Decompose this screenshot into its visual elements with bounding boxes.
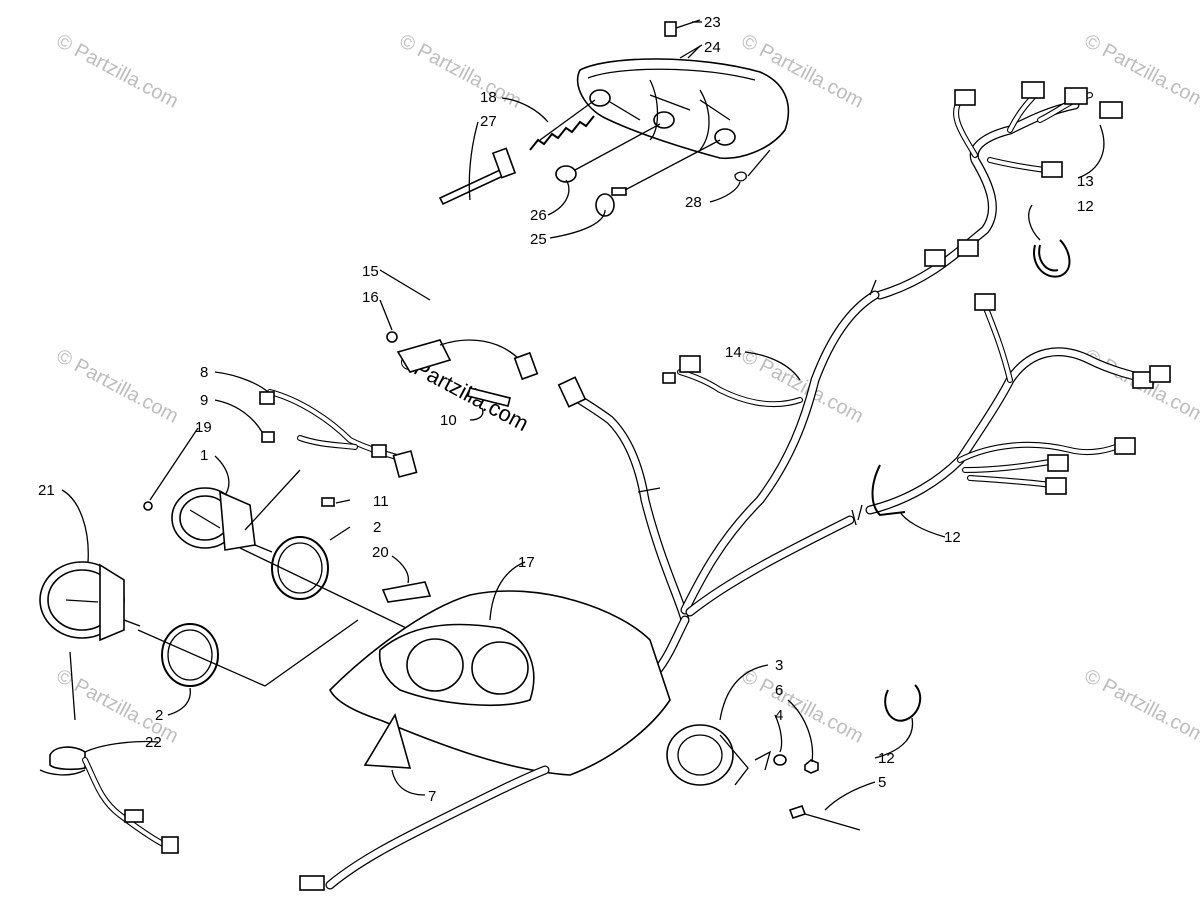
gauge-small: [143, 389, 418, 553]
callout-12-upper: 12: [1077, 198, 1094, 215]
callout-23: 23: [704, 14, 721, 31]
mount-bracket: [386, 331, 539, 407]
spring: [529, 115, 595, 151]
callout-15: 15: [362, 263, 379, 280]
callout-20: 20: [372, 544, 389, 561]
callout-2-lower: 2: [155, 707, 163, 724]
callout-12-lower: 12: [878, 750, 895, 767]
callout-2-upper: 2: [373, 519, 381, 536]
headlight-assembly: [438, 19, 790, 217]
callout-7: 7: [428, 788, 436, 805]
callout-16: 16: [362, 289, 379, 306]
callout-27: 27: [480, 113, 497, 130]
callout-3: 3: [775, 657, 783, 674]
watermark-text: © Partzilla.com: [53, 30, 182, 113]
lower-right-harness: [857, 293, 1171, 521]
lower-left-harness: [39, 651, 550, 891]
callout-14: 14: [725, 344, 742, 361]
callout-13: 13: [1077, 173, 1094, 190]
callout-22: 22: [145, 734, 162, 751]
gauge-right: [666, 684, 922, 831]
callout-labels: 23 24 18 27 26 25 28 13 12 15 16 10 14 8…: [38, 14, 1094, 805]
watermark-text: © Partzilla.com: [738, 665, 867, 748]
dash-panel: [329, 581, 671, 776]
callout-28: 28: [685, 194, 702, 211]
callout-17: 17: [518, 554, 535, 571]
callout-18: 18: [480, 89, 497, 106]
callout-25: 25: [530, 231, 547, 248]
callout-1: 1: [200, 447, 208, 464]
callout-11: 11: [373, 493, 389, 510]
callout-19: 19: [195, 419, 212, 436]
callout-21: 21: [38, 482, 55, 499]
watermark-text: © Partzilla.com: [1081, 665, 1200, 748]
callout-24: 24: [704, 39, 721, 56]
watermark-text: © Partzilla.com: [53, 345, 182, 428]
leader-lines: [61, 21, 1105, 811]
callout-4: 4: [775, 707, 783, 724]
callout-26: 26: [530, 207, 547, 224]
watermark-text: © Partzilla.com: [1081, 30, 1200, 113]
callout-5: 5: [878, 774, 886, 791]
watermark-text: © Partzilla.com: [396, 30, 525, 113]
callout-6: 6: [775, 682, 783, 699]
callout-9: 9: [200, 392, 208, 409]
upper-right-harness: [875, 81, 1123, 300]
callout-10: 10: [440, 412, 457, 429]
callout-8: 8: [200, 364, 208, 381]
callout-12-right: 12: [944, 529, 961, 546]
gauge-large: [39, 561, 141, 642]
main-harness: [557, 279, 880, 695]
